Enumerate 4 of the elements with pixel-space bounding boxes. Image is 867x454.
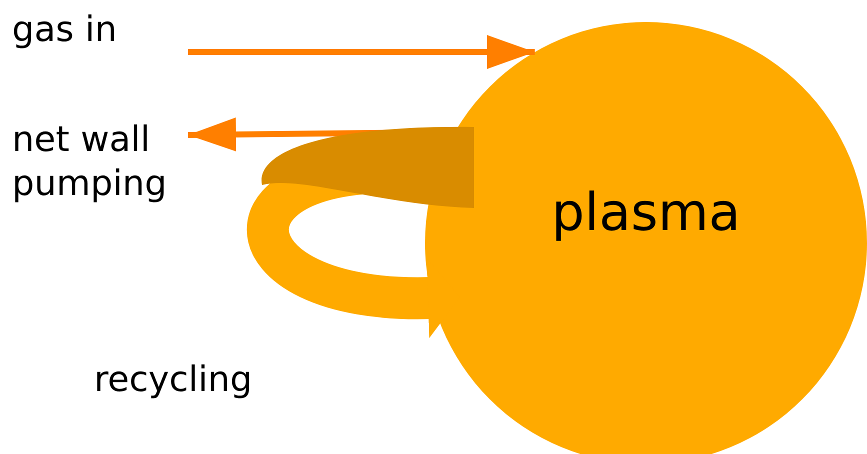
text-label: recycling	[94, 359, 252, 402]
text-label: gas in	[12, 8, 188, 52]
text-label: net wall pumping	[12, 118, 188, 206]
circle-label: plasma	[552, 183, 740, 243]
